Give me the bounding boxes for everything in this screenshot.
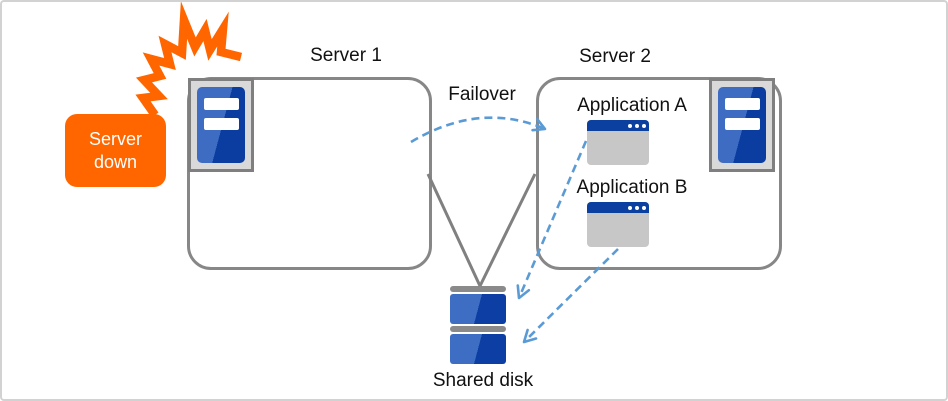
- window-titlebar: [587, 120, 649, 131]
- window-dot: [628, 206, 632, 210]
- server-drive-bar: [725, 118, 760, 130]
- application-b-icon: [587, 202, 649, 247]
- server1-label: Server 1: [310, 45, 382, 66]
- server-drive-bar: [204, 118, 239, 130]
- window-dot: [642, 124, 646, 128]
- disk-platter: [450, 334, 506, 364]
- server-tower-icon: [718, 87, 766, 163]
- disk-cap: [450, 326, 506, 332]
- application-a-label: Application A: [577, 95, 687, 116]
- server-down-callout: Server down: [65, 114, 166, 187]
- server2-icon: [709, 78, 775, 172]
- disk-platter: [450, 294, 506, 324]
- application-a-icon: [587, 120, 649, 165]
- window-dot: [642, 206, 646, 210]
- shared-disk-label: Shared disk: [432, 370, 534, 391]
- server-drive-bar: [204, 98, 239, 110]
- application-b-label: Application B: [576, 177, 688, 198]
- window-dot: [635, 206, 639, 210]
- window-dot: [628, 124, 632, 128]
- server-down-label: Server down: [88, 129, 142, 172]
- window-titlebar: [587, 202, 649, 213]
- server-tower-icon: [197, 87, 245, 163]
- server-drive-bar: [725, 98, 760, 110]
- disk-cap: [450, 286, 506, 292]
- server2-disk-connector: [478, 173, 537, 287]
- server1-disk-connector: [426, 173, 482, 287]
- shared-disk-icon: [450, 286, 506, 364]
- failover-label: Failover: [448, 84, 516, 105]
- window-dot: [635, 124, 639, 128]
- server2-label: Server 2: [579, 46, 651, 67]
- server1-icon: [188, 78, 254, 172]
